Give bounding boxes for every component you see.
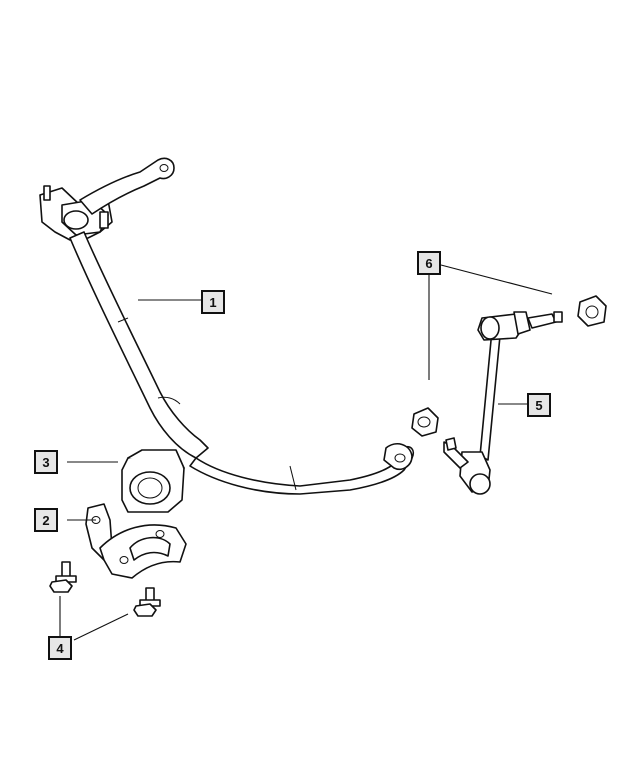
callout-4-label: 4 (56, 640, 64, 656)
callout-6-label: 6 (425, 255, 433, 271)
callout-2-label: 2 (42, 512, 50, 528)
bushing-retainer (85, 503, 187, 579)
stabilizer-bar (39, 157, 415, 495)
callout-6: 6 (417, 251, 441, 275)
link-nut (411, 407, 439, 437)
callout-3: 3 (34, 450, 58, 474)
leader-lines (59, 264, 553, 641)
stabilizer-bar-bushing (121, 449, 185, 513)
callout-5-label: 5 (535, 397, 543, 413)
callout-5: 5 (527, 393, 551, 417)
callout-1-label: 1 (209, 294, 217, 310)
stabilizer-link (443, 311, 563, 495)
link-nut (577, 295, 607, 327)
callout-4: 4 (48, 636, 72, 660)
retainer-bolt (133, 587, 161, 617)
callout-2: 2 (34, 508, 58, 532)
callout-3-label: 3 (42, 454, 50, 470)
callout-1: 1 (201, 290, 225, 314)
retainer-bolt (49, 561, 77, 593)
